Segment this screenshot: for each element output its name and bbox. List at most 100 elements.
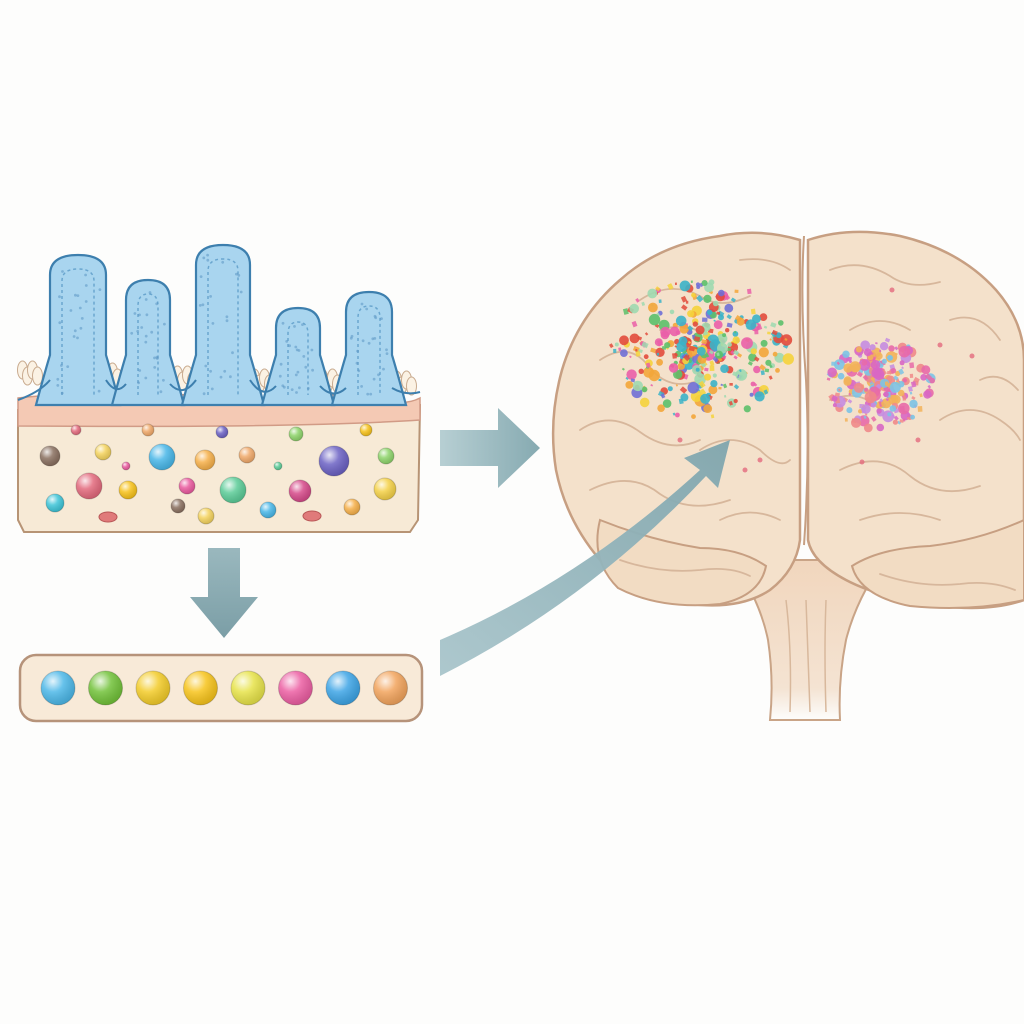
left-temporal-lobe bbox=[596, 518, 768, 607]
brain-molecule bbox=[748, 353, 757, 362]
brain-molecule bbox=[889, 405, 897, 412]
brain-molecule bbox=[674, 352, 679, 357]
brain-molecule bbox=[847, 399, 853, 404]
brain-molecule bbox=[703, 404, 713, 413]
brain-molecule bbox=[844, 418, 848, 422]
brain-molecule bbox=[771, 329, 778, 336]
brain-molecule bbox=[851, 417, 862, 428]
brain-molecule bbox=[685, 300, 689, 304]
brain-molecule bbox=[909, 362, 915, 369]
brain-molecule bbox=[897, 389, 905, 397]
brain-molecule bbox=[736, 317, 745, 326]
red-blood-cell bbox=[302, 510, 322, 522]
brain-molecule bbox=[754, 391, 765, 402]
brain-molecule bbox=[969, 353, 975, 359]
brain-molecule bbox=[843, 377, 852, 386]
brain-molecule bbox=[746, 288, 752, 295]
tissue-molecule bbox=[273, 461, 283, 471]
brain-molecule bbox=[909, 391, 913, 395]
brain-molecule bbox=[897, 420, 902, 425]
brain-molecule bbox=[677, 437, 683, 443]
brain-molecule bbox=[680, 295, 688, 303]
brain-molecule bbox=[898, 345, 911, 358]
brain-molecule bbox=[733, 384, 740, 390]
brain-molecule bbox=[855, 346, 863, 353]
brain-molecule bbox=[906, 417, 910, 420]
tissue-molecule bbox=[288, 426, 304, 442]
brain-molecule bbox=[691, 414, 696, 419]
tissue-molecule bbox=[39, 445, 61, 467]
bloodstream-molecule bbox=[230, 670, 266, 706]
brain-molecule bbox=[667, 283, 674, 291]
brain-molecule bbox=[753, 365, 761, 374]
brain-molecule bbox=[637, 335, 643, 341]
brain-molecule bbox=[713, 320, 723, 330]
brain-molecule bbox=[778, 320, 784, 326]
brain-molecule bbox=[668, 363, 679, 373]
brain-molecule bbox=[892, 414, 895, 418]
brain-molecule bbox=[678, 398, 684, 405]
brain-molecule bbox=[837, 372, 845, 380]
arrow-right-to-brain bbox=[440, 408, 540, 488]
brain-molecule bbox=[696, 295, 704, 303]
vessel-tube bbox=[18, 653, 424, 723]
brain-molecule bbox=[724, 303, 734, 313]
brain-molecule bbox=[907, 386, 913, 392]
brain-molecule bbox=[708, 349, 714, 355]
gyri-folds bbox=[579, 258, 1021, 591]
brain-molecule bbox=[650, 384, 654, 387]
brain-molecule bbox=[753, 356, 760, 362]
brain-molecule bbox=[688, 345, 696, 352]
brain-molecule bbox=[893, 375, 899, 381]
brain-molecule bbox=[893, 415, 899, 421]
brain-molecule bbox=[705, 338, 710, 343]
brain-molecule bbox=[909, 399, 918, 409]
brain-molecule bbox=[937, 342, 943, 348]
brain-molecule bbox=[909, 373, 914, 378]
brain-molecule bbox=[882, 410, 895, 423]
mucosal-surface bbox=[17, 379, 421, 401]
brain-molecule bbox=[890, 368, 897, 374]
brain-molecule bbox=[701, 339, 708, 345]
brain-molecule bbox=[683, 354, 691, 362]
brain-molecule bbox=[622, 308, 629, 315]
brain-molecule bbox=[920, 374, 927, 381]
brain-molecule bbox=[730, 350, 736, 356]
brain-molecule bbox=[870, 402, 877, 408]
tissue-molecule bbox=[170, 498, 186, 514]
brain-molecule bbox=[675, 315, 687, 327]
crypt-cell bbox=[17, 360, 43, 386]
brain-molecule bbox=[635, 350, 641, 357]
brain-molecule bbox=[750, 381, 756, 387]
longitudinal-fissure bbox=[801, 235, 809, 546]
brain-molecule bbox=[679, 280, 691, 292]
red-blood-cell bbox=[98, 511, 118, 523]
brain-molecule bbox=[834, 392, 841, 397]
brain-molecule bbox=[701, 280, 708, 286]
brain-molecule bbox=[864, 387, 869, 392]
brain-molecule bbox=[675, 412, 680, 418]
brain-molecule-cluster-left bbox=[608, 279, 794, 419]
brain-molecule bbox=[687, 325, 694, 332]
brain-molecule bbox=[886, 354, 893, 361]
brain-molecule bbox=[853, 382, 864, 393]
brain-molecule bbox=[625, 381, 634, 389]
brain-molecule bbox=[675, 330, 681, 335]
brain-molecule bbox=[881, 398, 892, 409]
brain-molecule bbox=[621, 367, 625, 371]
brain-molecule bbox=[898, 368, 905, 375]
brain-molecule bbox=[859, 459, 865, 465]
brain-molecule bbox=[732, 371, 739, 377]
brain-molecule bbox=[726, 322, 733, 328]
tissue-molecule bbox=[343, 498, 361, 516]
brain-molecule bbox=[681, 304, 688, 311]
brain-molecule bbox=[732, 331, 739, 337]
brain-molecule bbox=[695, 282, 701, 287]
brain-molecule bbox=[750, 348, 757, 355]
brain-molecule bbox=[772, 351, 778, 357]
tissue-molecule bbox=[197, 507, 215, 525]
tissue-molecule bbox=[238, 446, 256, 464]
brain-molecule bbox=[712, 373, 717, 378]
brain-molecule bbox=[887, 370, 892, 375]
brain-molecule bbox=[881, 358, 887, 364]
